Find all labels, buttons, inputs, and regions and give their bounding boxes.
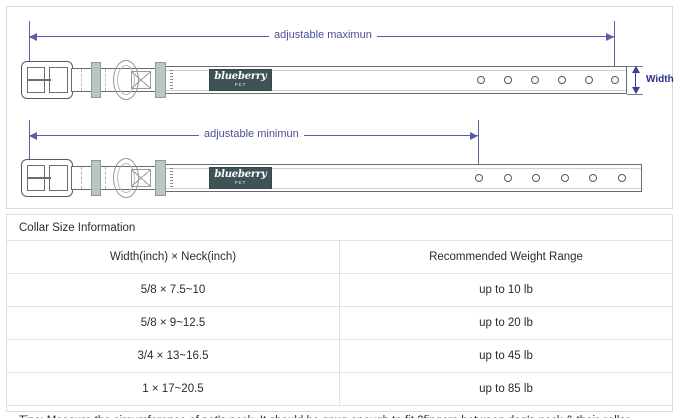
cell-weight: up to 45 lb <box>339 339 672 373</box>
min-extension-line-left <box>29 120 30 180</box>
x-stitch-box-max <box>131 71 151 89</box>
cell-size: 5/8 × 9~12.5 <box>7 306 340 340</box>
strap-hole <box>558 76 566 84</box>
strap-end-hash-min <box>170 168 173 188</box>
max-extension-line-right <box>614 21 615 89</box>
keeper-loop-min <box>91 160 101 196</box>
table-header-row: Width(inch) × Neck(inch) Recommended Wei… <box>7 240 672 274</box>
cell-weight: up to 20 lb <box>339 306 672 340</box>
keeper-loop-max <box>91 62 101 98</box>
strap-end-hash-max <box>170 70 173 90</box>
width-tick-bottom <box>627 94 643 95</box>
table-row: 5/8 × 7.5~10 up to 10 lb <box>7 273 672 307</box>
brand-logo-subtext: PET <box>234 180 247 186</box>
cell-weight: up to 10 lb <box>339 273 672 307</box>
keeper-loop-max <box>155 62 166 98</box>
strap-hole <box>585 76 593 84</box>
strap-hole <box>504 76 512 84</box>
collar-diagram-minimum: adjustable minimun blue <box>7 7 672 208</box>
max-dimension-label: adjustable maximun <box>269 29 377 41</box>
strap-hole <box>611 76 619 84</box>
table-title-row: Collar Size Information <box>7 215 672 241</box>
min-dimension-label: adjustable minimun <box>199 128 304 140</box>
header-size: Width(inch) × Neck(inch) <box>7 240 340 274</box>
collar-size-table-panel: Collar Size Information Width(inch) × Ne… <box>6 214 673 418</box>
keeper-loop-min <box>155 160 166 196</box>
header-weight: Recommended Weight Range <box>339 240 672 274</box>
x-stitch-box-min <box>131 169 151 187</box>
buckle-prong-max <box>27 79 51 81</box>
strap-hole <box>618 174 626 182</box>
strap-top-stitch-max <box>160 70 626 71</box>
max-arrow-left-icon <box>29 32 37 41</box>
strap-hole <box>477 76 485 84</box>
brand-logo-text: blueberry <box>214 169 267 181</box>
strap-hole <box>532 174 540 182</box>
table-row: 3/4 × 13~16.5 up to 45 lb <box>7 339 672 373</box>
collar-size-table: Collar Size Information Width(inch) × Ne… <box>7 215 672 418</box>
min-extension-line-right <box>478 120 479 188</box>
cell-size: 5/8 × 7.5~10 <box>7 273 340 307</box>
max-arrow-right-icon <box>606 32 614 41</box>
table-title: Collar Size Information <box>7 215 672 241</box>
width-label: Width <box>646 74 674 85</box>
strap-bottom-stitch-min <box>160 188 641 189</box>
buckle-prong-min <box>27 177 51 179</box>
cell-size: 3/4 × 13~16.5 <box>7 339 340 373</box>
brand-logo-patch-min: blueberry PET <box>209 167 272 189</box>
strap-hole <box>561 174 569 182</box>
width-arrow-down-icon <box>631 87 640 94</box>
table-row: 1 × 17~20.5 up to 85 lb <box>7 372 672 406</box>
width-arrow-up-icon <box>631 66 640 73</box>
strap-top-stitch-min <box>160 168 641 169</box>
strap-hole <box>475 174 483 182</box>
tips-text: Tips: Measure the circumference of pet's… <box>7 406 672 418</box>
buckle-stitch-min <box>81 167 82 189</box>
strap-bottom-stitch-max <box>160 90 626 91</box>
cell-weight: up to 85 lb <box>339 372 672 406</box>
collar-diagram-panel: adjustable maximun <box>6 6 674 209</box>
buckle-stitch-min <box>105 167 106 189</box>
collar-diagram-maximum: adjustable maximun <box>7 7 674 208</box>
strap-hole <box>589 174 597 182</box>
table-tips-row: Tips: Measure the circumference of pet's… <box>7 406 672 418</box>
strap-hole <box>531 76 539 84</box>
table-row: 5/8 × 9~12.5 up to 20 lb <box>7 306 672 340</box>
width-dimension-line <box>635 67 636 93</box>
max-extension-line-left <box>29 21 30 83</box>
min-arrow-left-icon <box>29 131 37 140</box>
buckle-stitch-max <box>105 69 106 91</box>
min-arrow-right-icon <box>470 131 478 140</box>
brand-logo-subtext: PET <box>234 82 247 88</box>
brand-logo-patch-max: blueberry PET <box>209 69 272 91</box>
brand-logo-text: blueberry <box>214 71 267 83</box>
cell-size: 1 × 17~20.5 <box>7 372 340 406</box>
strap-hole <box>504 174 512 182</box>
buckle-stitch-max <box>81 69 82 91</box>
buckle-inner-right-min <box>49 165 68 191</box>
